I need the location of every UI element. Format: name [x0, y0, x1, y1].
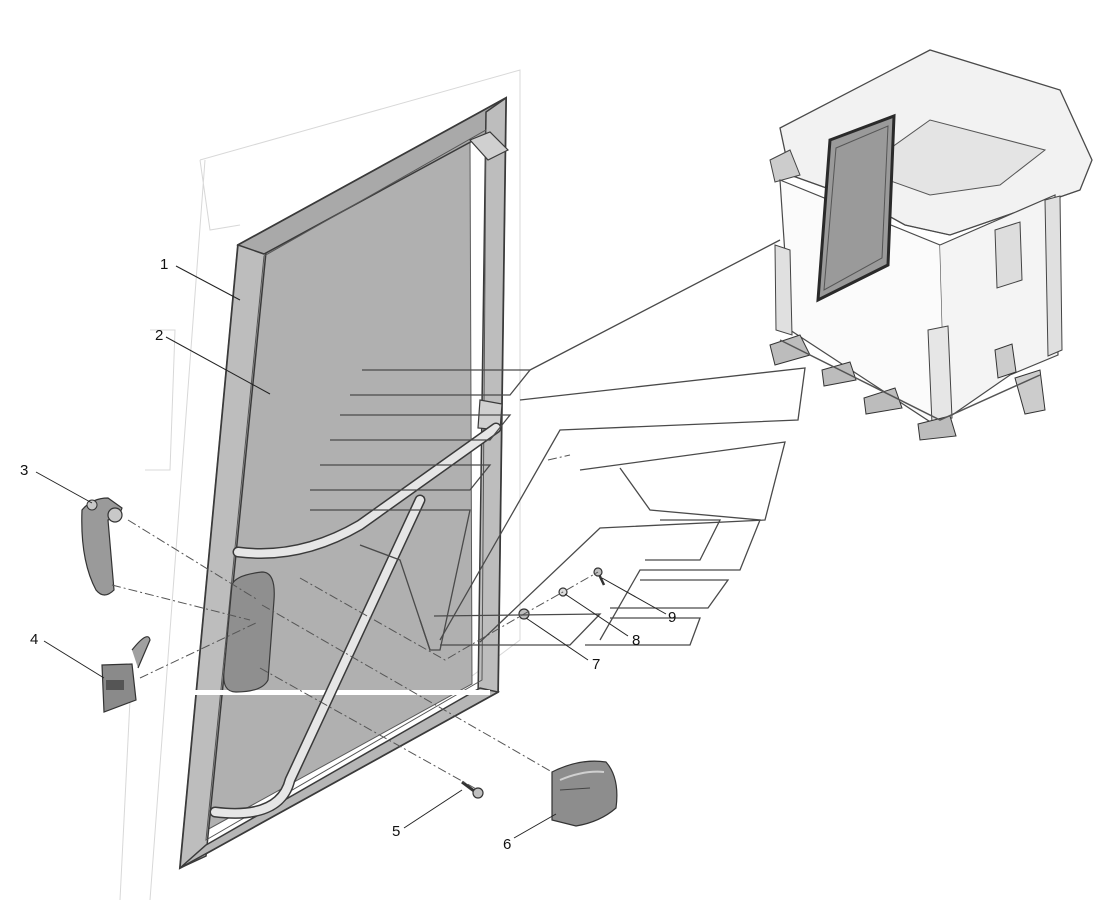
callout-5: 5: [392, 823, 400, 840]
part-9-screw: [593, 567, 606, 586]
cab-assembly: [769, 49, 1093, 441]
callout-8: 8: [632, 632, 640, 649]
cut-line-strip: [190, 690, 490, 695]
callout-7: 7: [592, 656, 600, 673]
callout-3: 3: [20, 462, 28, 479]
part-5-bolt: [461, 780, 484, 799]
background-outline-shapes: [310, 239, 806, 651]
callout-6: 6: [503, 836, 511, 853]
callout-2: 2: [155, 327, 163, 344]
assembly-center-lines: [111, 454, 599, 791]
part-6-cover-cap: [551, 760, 618, 827]
grab-bar-tube: [209, 422, 502, 819]
callout-labels: 1 2 3 4 5 6 7 8 9: [20, 256, 676, 853]
callout-9: 9: [668, 609, 676, 626]
lock-plate: [223, 571, 275, 693]
part-3-exterior-handle: [81, 497, 123, 596]
callout-1: 1: [160, 256, 168, 273]
part-4-latch: [101, 636, 151, 713]
callout-4: 4: [30, 631, 38, 648]
callout-leaders: [35, 265, 667, 839]
door-frame: [178, 96, 510, 870]
